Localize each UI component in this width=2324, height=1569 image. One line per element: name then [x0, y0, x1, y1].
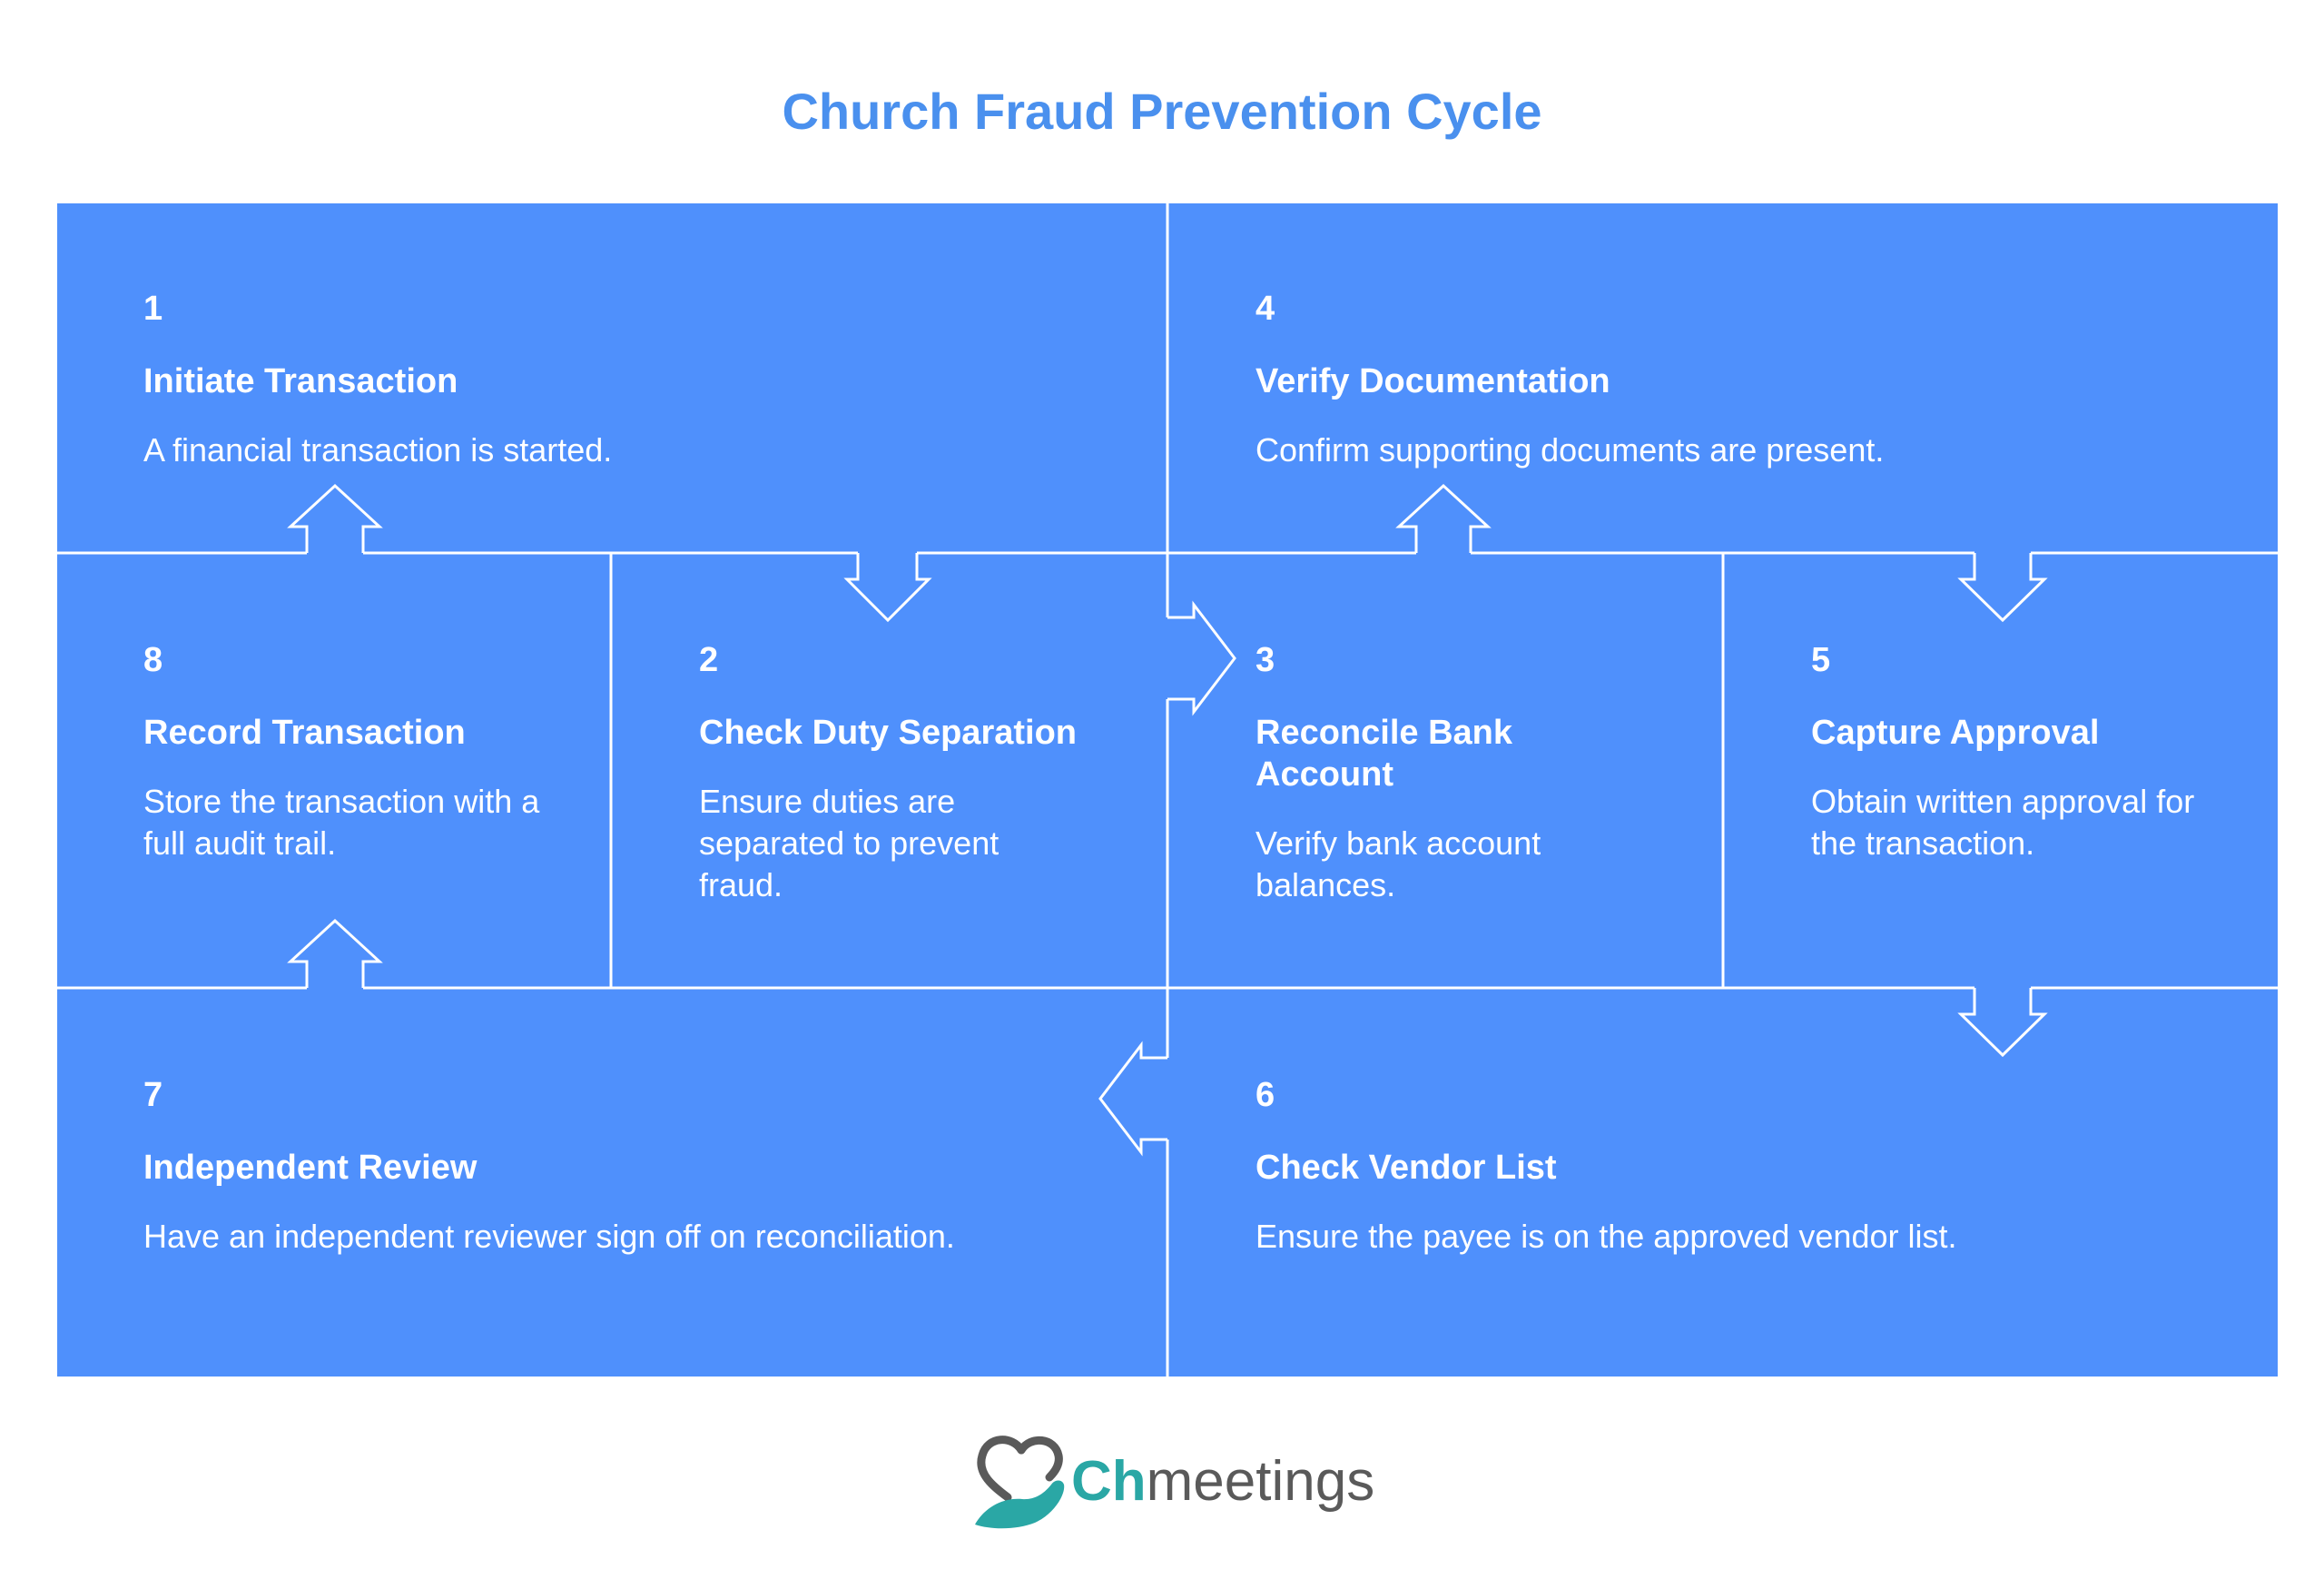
- step-number: 8: [143, 641, 163, 679]
- diagram-title: Church Fraud Prevention Cycle: [782, 83, 1542, 140]
- arrow-right-2-to-3: [1167, 600, 1236, 716]
- step-title: Initiate Transaction: [143, 362, 458, 400]
- step-7: 7 Independent Review Have an independent…: [143, 1074, 1097, 1258]
- arrow-up-3-to-4: [1395, 483, 1492, 553]
- arrow-up-7-to-8: [287, 918, 383, 988]
- step-title: Independent Review: [143, 1149, 478, 1187]
- step-title: Check Vendor List: [1256, 1149, 1557, 1187]
- step-description: Ensure the payee is on the approved vend…: [1256, 1218, 1957, 1255]
- step-5: 5 Capture Approval Obtain written approv…: [1811, 639, 2229, 864]
- step-description: Verify bank account balances.: [1256, 824, 1541, 903]
- step-title: Check Duty Separation: [699, 714, 1077, 752]
- step-title: Reconcile Bank Account: [1256, 714, 1512, 794]
- arrow-down-4-to-5: [1957, 553, 2048, 623]
- step-1: 1 Initiate Transaction A financial trans…: [143, 288, 1124, 471]
- step-number: 3: [1256, 641, 1275, 679]
- step-title: Capture Approval: [1811, 714, 2100, 752]
- divider-lines: [57, 203, 2278, 1377]
- arrow-down-1-to-2: [843, 553, 932, 623]
- step-2: 2 Check Duty Separation Ensure duties ar…: [699, 639, 1089, 906]
- arrow-up-8-to-1: [287, 483, 383, 553]
- step-4: 4 Verify Documentation Confirm supportin…: [1256, 288, 2236, 471]
- step-number: 6: [1256, 1076, 1275, 1114]
- step-number: 7: [143, 1076, 163, 1114]
- step-number: 2: [699, 641, 719, 679]
- arrow-down-5-to-6: [1957, 988, 2048, 1058]
- step-title: Record Transaction: [143, 714, 466, 752]
- step-description: Ensure duties are separated to prevent f…: [699, 783, 1000, 903]
- step-title: Verify Documentation: [1256, 362, 1610, 400]
- arrow-left-6-to-7: [1098, 1041, 1167, 1157]
- step-description: Have an independent reviewer sign off on…: [143, 1218, 955, 1255]
- step-description: A financial transaction is started.: [143, 431, 613, 469]
- logo-wordmark-suffix: meetings: [1146, 1450, 1375, 1513]
- heart-hand-icon: [975, 1436, 1065, 1529]
- flow-arrows: [287, 483, 2048, 1157]
- step-6: 6 Check Vendor List Ensure the payee is …: [1256, 1074, 2236, 1258]
- step-description: Confirm supporting documents are present…: [1256, 431, 1885, 469]
- step-3: 3 Reconcile Bank Account Verify bank acc…: [1256, 639, 1637, 906]
- step-number: 1: [143, 290, 163, 328]
- step-number: 5: [1811, 641, 1831, 679]
- logo-wordmark: Chmeetings: [1071, 1450, 1374, 1514]
- step-number: 4: [1256, 290, 1275, 328]
- chmeetings-logo: Chmeetings: [971, 1430, 1374, 1534]
- step-description: Store the transaction with a full audit …: [143, 783, 540, 862]
- logo-wordmark-prefix: Ch: [1071, 1450, 1147, 1513]
- step-description: Obtain written approval for the transact…: [1811, 783, 2195, 862]
- step-8: 8 Record Transaction Store the transacti…: [143, 639, 552, 864]
